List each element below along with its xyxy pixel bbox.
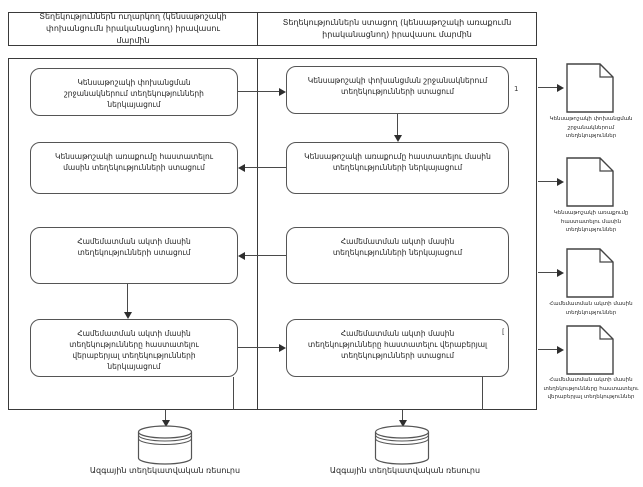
connector-r4-frame bbox=[482, 377, 483, 410]
lane-header-sender: Տեղեկություններն ուղարկող (կենսաթոշակի փ… bbox=[8, 12, 258, 46]
process-box-sender-1: Կենսաթոշակի փոխանցման շրջանակներում տեղե… bbox=[30, 68, 238, 116]
document-icon-3 bbox=[566, 248, 614, 298]
stray-mark-1: 1 bbox=[514, 85, 519, 93]
lane-header-receiver-label: Տեղեկություններն ստացող (կենսաթոշակի առա… bbox=[282, 18, 512, 39]
lane-header-receiver: Տեղեկություններն ստացող (կենսաթոշակի առա… bbox=[257, 12, 537, 46]
process-box-sender-4: Համեմատման ակտի մասին տեղեկությունները հ… bbox=[30, 319, 238, 377]
arrowhead-l4-r4 bbox=[279, 343, 286, 352]
connector-frame-doc-1 bbox=[538, 87, 558, 88]
connector-l4-r4 bbox=[238, 347, 279, 348]
arrowhead-doc-1 bbox=[557, 83, 564, 92]
connector-frame-doc-2 bbox=[538, 181, 558, 182]
connector-r3-l3 bbox=[245, 255, 286, 256]
arrowhead-r3-l3 bbox=[238, 251, 245, 260]
document-4-label: Համեմատման ակտի մասին տեղեկությունները հ… bbox=[543, 377, 639, 401]
arrowhead-datastore-2 bbox=[398, 420, 407, 427]
process-box-receiver-4: Համեմատման ակտի մասին տեղեկությունները հ… bbox=[286, 319, 509, 377]
lane-divider bbox=[257, 58, 258, 410]
arrowhead-doc-4 bbox=[557, 345, 564, 354]
connector-r1-r2 bbox=[397, 114, 398, 135]
connector-frame-datastore-2 bbox=[402, 410, 403, 421]
lane-header-sender-label: Տեղեկություններն ուղարկող (կենսաթոշակի փ… bbox=[39, 12, 227, 45]
process-box-sender-4-label: Համեմատման ակտի մասին տեղեկությունները հ… bbox=[69, 329, 199, 371]
document-3-label: Համեմատման ակտի մասին տեղեկություններ bbox=[549, 301, 633, 316]
arrowhead-r1-r2 bbox=[393, 135, 402, 142]
process-box-receiver-1: Կենսաթոշակի փոխանցման շրջանակներում տեղե… bbox=[286, 66, 509, 114]
arrowhead-l3-l4 bbox=[123, 312, 132, 319]
process-box-sender-1-label: Կենսաթոշակի փոխանցման շրջանակներում տեղե… bbox=[64, 78, 204, 109]
datastore-2-label: Ազգային տեղեկատվական ռեսուրս bbox=[329, 466, 481, 475]
connector-l1-r1 bbox=[238, 91, 279, 92]
process-box-sender-3-label: Համեմատման ակտի մասին տեղեկությունների ս… bbox=[77, 237, 191, 257]
process-box-sender-3: Համեմատման ակտի մասին տեղեկությունների ս… bbox=[30, 227, 238, 284]
datastore-icon-1 bbox=[137, 425, 193, 465]
document-icon-4 bbox=[566, 325, 614, 375]
process-box-receiver-4-label: Համեմատման ակտի մասին տեղեկությունները հ… bbox=[307, 329, 488, 360]
document-icon-2 bbox=[566, 157, 614, 207]
connector-r2-l2 bbox=[245, 167, 286, 168]
connector-frame-doc-3 bbox=[538, 272, 558, 273]
process-box-receiver-1-label: Կենսաթոշակի փոխանցման շրջանակներում տեղե… bbox=[307, 76, 488, 96]
connector-frame-doc-4 bbox=[538, 349, 558, 350]
connector-frame-datastore-1 bbox=[165, 410, 166, 421]
process-box-receiver-3: Համեմատման ակտի մասին տեղեկությունների ն… bbox=[286, 227, 509, 284]
connector-l3-l4 bbox=[127, 284, 128, 312]
arrowhead-l1-r1 bbox=[279, 87, 286, 96]
stray-mark-2: [ bbox=[502, 328, 505, 336]
document-2-label: Կենսաթոշակի առաքումը հաստատելու մասին տե… bbox=[553, 210, 629, 234]
datastore-1-label: Ազգային տեղեկատվական ռեսուրս bbox=[89, 466, 241, 475]
process-box-receiver-2-label: Կենսաթոշակի առաքումը հաստատելու մասին տե… bbox=[304, 152, 491, 172]
arrowhead-datastore-1 bbox=[161, 420, 170, 427]
process-box-receiver-3-label: Համեմատման ակտի մասին տեղեկությունների ն… bbox=[332, 237, 463, 257]
process-box-sender-2-label: Կենսաթոշակի առաքումը հաստատելու մասին տե… bbox=[55, 152, 213, 172]
document-icon-1 bbox=[566, 63, 614, 113]
connector-l4-frame bbox=[233, 377, 234, 410]
process-box-receiver-2: Կենսաթոշակի առաքումը հաստատելու մասին տե… bbox=[286, 142, 509, 194]
arrowhead-doc-3 bbox=[557, 268, 564, 277]
process-box-sender-2: Կենսաթոշակի առաքումը հաստատելու մասին տե… bbox=[30, 142, 238, 194]
arrowhead-doc-2 bbox=[557, 177, 564, 186]
document-1-label: Կենսաթոշակի փոխանցման շրջանակներում տեղե… bbox=[549, 116, 633, 140]
datastore-icon-2 bbox=[374, 425, 430, 465]
arrowhead-r2-l2 bbox=[238, 163, 245, 172]
